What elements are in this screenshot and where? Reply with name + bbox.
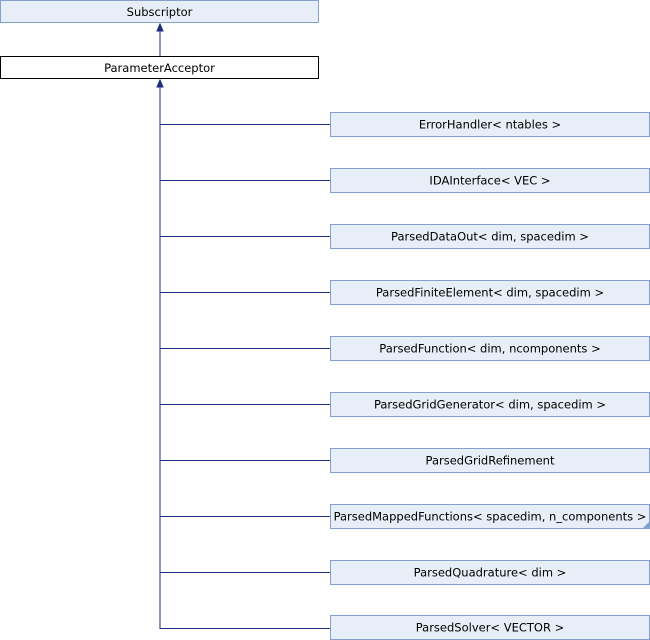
- node-parameteracceptor-label: ParameterAcceptor: [104, 61, 215, 75]
- node-derived-1-label: IDAInterface< VEC >: [429, 174, 550, 188]
- node-parameteracceptor: ParameterAcceptor: [0, 56, 319, 79]
- node-derived-1[interactable]: IDAInterface< VEC >: [330, 168, 650, 193]
- node-derived-8[interactable]: ParsedQuadrature< dim >: [330, 560, 650, 585]
- node-derived-3[interactable]: ParsedFiniteElement< dim, spacedim >: [330, 280, 650, 305]
- node-derived-6-label: ParsedGridRefinement: [426, 454, 555, 468]
- truncation-corner-icon: [643, 522, 649, 528]
- node-derived-9[interactable]: ParsedSolver< VECTOR >: [330, 615, 650, 640]
- node-derived-4[interactable]: ParsedFunction< dim, ncomponents >: [330, 336, 650, 361]
- node-derived-8-label: ParsedQuadrature< dim >: [414, 566, 567, 580]
- node-subscriptor-label: Subscriptor: [127, 5, 193, 19]
- node-derived-4-label: ParsedFunction< dim, ncomponents >: [379, 342, 600, 356]
- arrowhead-subscriptor: [156, 22, 164, 32]
- node-derived-0[interactable]: ErrorHandler< ntables >: [330, 112, 650, 137]
- node-subscriptor[interactable]: Subscriptor: [0, 0, 319, 23]
- node-derived-2-label: ParsedDataOut< dim, spacedim >: [391, 230, 589, 244]
- node-derived-3-label: ParsedFiniteElement< dim, spacedim >: [376, 286, 604, 300]
- node-derived-2[interactable]: ParsedDataOut< dim, spacedim >: [330, 224, 650, 249]
- node-derived-7-label: ParsedMappedFunctions< spacedim, n_compo…: [334, 510, 647, 524]
- node-derived-5-label: ParsedGridGenerator< dim, spacedim >: [374, 398, 606, 412]
- node-derived-0-label: ErrorHandler< ntables >: [419, 118, 561, 132]
- node-derived-7[interactable]: ParsedMappedFunctions< spacedim, n_compo…: [330, 504, 650, 529]
- node-derived-6[interactable]: ParsedGridRefinement: [330, 448, 650, 473]
- arrowhead-parameteracceptor: [156, 78, 164, 88]
- node-derived-9-label: ParsedSolver< VECTOR >: [416, 621, 565, 635]
- node-derived-5[interactable]: ParsedGridGenerator< dim, spacedim >: [330, 392, 650, 417]
